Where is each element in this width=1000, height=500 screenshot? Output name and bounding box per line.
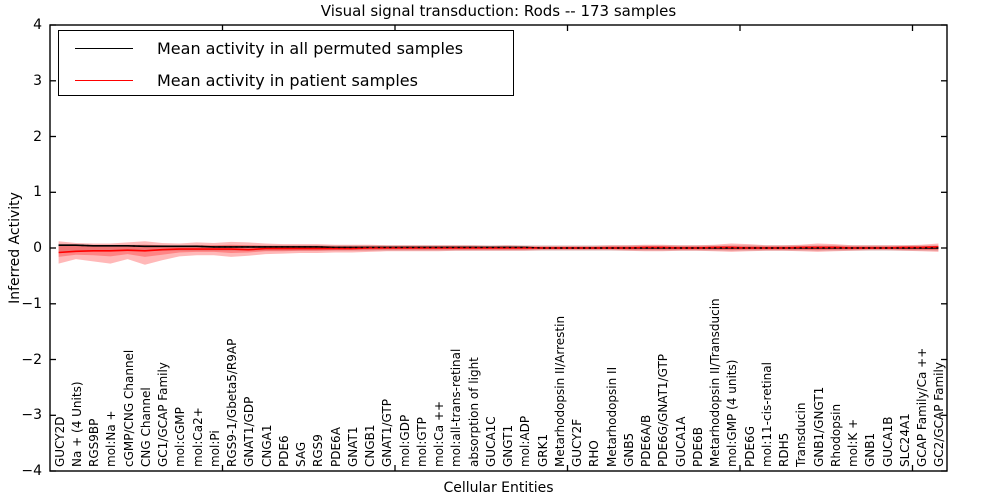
x-tick-label: GRK1 (535, 433, 550, 467)
x-tick-label: mol:ADP (518, 415, 533, 467)
x-tick-label: mol:GMP (4 units) (725, 359, 740, 467)
y-tick-label: −3 (21, 407, 42, 424)
x-tick-label: GCAP Family/Ca ++ (915, 347, 930, 467)
x-tick-label: SLC24A1 (897, 413, 912, 467)
x-tick-label: mol:GTP (414, 417, 429, 467)
legend: Mean activity in all permuted samples Me… (58, 30, 514, 96)
x-tick-label: CNGB1 (363, 424, 378, 467)
y-tick-label: 3 (33, 72, 42, 89)
x-tick-label: mol:Pi (207, 430, 222, 467)
x-tick-label: absorption of light (466, 357, 481, 467)
y-tick-label: −2 (21, 351, 42, 368)
x-tick-label: CNG Channel (138, 387, 153, 467)
x-tick-label: mol:cGMP (173, 407, 188, 467)
x-tick-label: GNB5 (621, 432, 636, 467)
x-tick-label: mol:11-cis-retinal (759, 362, 774, 467)
x-tick-label: GUCA1A (673, 416, 688, 467)
x-tick-label: PDE6G/GNAT1/GTP (656, 353, 671, 467)
y-tick-label: 1 (33, 184, 42, 201)
x-tick-label: RGS9BP (87, 418, 102, 467)
x-tick-label: GNB1 (863, 432, 878, 467)
x-tick-label: Rhodopsin (828, 403, 843, 467)
x-tick-label: PDE6G (742, 426, 757, 467)
x-tick-label: RDH5 (777, 432, 792, 467)
x-tick-label: GNAT1/GTP (380, 399, 395, 467)
x-tick-label: Transducin (794, 402, 809, 467)
x-tick-label: Metarhodopsin II/Arrestin (552, 315, 567, 467)
x-tick-label: RHO (587, 440, 602, 467)
permuted-line-swatch (75, 47, 133, 49)
patient-std-outer-band (58, 241, 939, 265)
x-tick-label: GC1/GCAP Family (156, 362, 171, 467)
y-tick-label: 0 (33, 240, 42, 256)
x-tick-label: mol:K + (846, 418, 861, 467)
legend-entry-patient: Mean activity in patient samples (59, 65, 513, 95)
x-tick-label: Metarhodopsin II/Transducin (708, 298, 723, 467)
y-tick-label: 2 (33, 128, 42, 145)
x-tick-label: cGMP/CNG Channel (121, 349, 136, 467)
x-tick-label: GUCY2F (570, 418, 585, 467)
x-tick-label: mol:all-trans-retinal (449, 348, 464, 467)
x-tick-label: mol:Ca ++ (432, 400, 447, 467)
x-tick-label: mol:GDP (397, 414, 412, 467)
x-tick-label: mol:Ca2+ (190, 407, 205, 467)
x-tick-label: CNGA1 (259, 424, 274, 468)
x-tick-label: GNGT1 (501, 424, 516, 467)
x-tick-label: GNAT1/GDP (242, 396, 257, 467)
y-tick-label: −1 (21, 295, 42, 312)
legend-label: Mean activity in patient samples (157, 70, 418, 90)
y-tick-label: −4 (21, 463, 42, 479)
x-axis-label: Cellular Entities (443, 480, 554, 496)
legend-entry-permuted: Mean activity in all permuted samples (59, 33, 513, 63)
x-tick-label: mol:Na + (104, 410, 119, 467)
x-tick-label: PDE6 (276, 435, 291, 467)
x-tick-label: RGS9 (311, 434, 326, 467)
chart-title: Visual signal transduction: Rods -- 173 … (320, 2, 677, 20)
x-tick-label: RGS9-1/Gbeta5/R9AP (225, 338, 240, 467)
x-tick-label: Na + (4 Units) (69, 381, 84, 467)
patient-line-swatch (75, 79, 133, 81)
x-tick-label: GUCA1C (483, 416, 498, 467)
permuted-errorbar-dashes (58, 244, 939, 249)
x-tick-label: Metarhodopsin II (604, 366, 619, 467)
x-tick-label: PDE6A (328, 427, 343, 467)
x-tick-label: PDE6A/B (639, 414, 654, 467)
x-tick-label: GC2/GCAP Family (932, 362, 947, 467)
x-tick-label: PDE6B (690, 427, 705, 467)
x-tick-label: GUCA1B (880, 416, 895, 467)
y-tick-label: 4 (33, 17, 42, 33)
x-tick-label: SAG (294, 441, 309, 467)
x-tick-label: GUCY2D (52, 416, 67, 467)
x-tick-label: GNB1/GNGT1 (811, 386, 826, 467)
legend-label: Mean activity in all permuted samples (157, 38, 464, 58)
x-tick-label: GNAT1 (345, 426, 360, 467)
